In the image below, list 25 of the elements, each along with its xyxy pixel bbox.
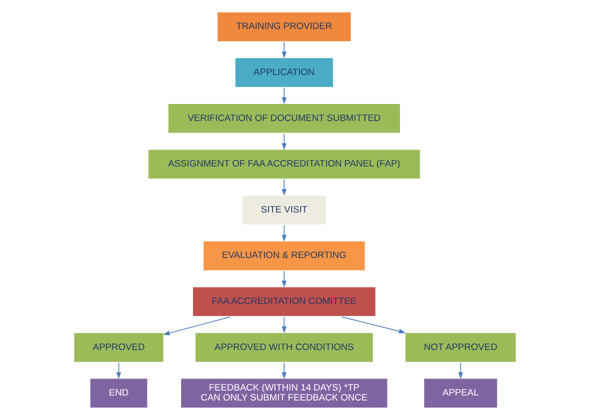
node-box: NOT APPROVED <box>404 331 518 364</box>
arrow <box>282 362 287 380</box>
node-box: APPEAL <box>422 377 499 410</box>
node-box: EVALUATION & REPORTING <box>202 240 366 272</box>
arrow <box>342 316 406 334</box>
arrow <box>282 179 287 196</box>
arrow <box>282 87 287 104</box>
node-box: APPROVED WITH CONDITIONS <box>194 331 375 364</box>
arrow <box>116 362 122 380</box>
node-box: SITE VISIT <box>240 194 328 226</box>
arrow <box>162 316 230 336</box>
node-box: FAA ACCREDITATION COMITTEE <box>191 286 378 318</box>
arrow <box>282 224 287 242</box>
arrow <box>282 316 287 334</box>
node-box: END <box>88 377 149 410</box>
arrow <box>282 42 287 58</box>
node-box: APPROVED <box>72 331 165 364</box>
arrow <box>282 133 287 150</box>
arrow <box>282 270 287 288</box>
node-box: VERIFICATION OF DOCUMENT SUBMITTED <box>166 102 402 134</box>
node-box: TRAINING PROVIDER <box>216 10 352 43</box>
node-box: FEEDBACK (WITHIN 14 DAYS) *TP CAN ONLY SUBMIT FEEDBACK ONCE <box>179 377 389 410</box>
node-box: APPLICATION <box>234 56 335 89</box>
node-box: ASSIGNMENT OF FAA ACCREDITATION PANEL (FAP) <box>146 148 422 180</box>
arrow <box>458 362 463 380</box>
